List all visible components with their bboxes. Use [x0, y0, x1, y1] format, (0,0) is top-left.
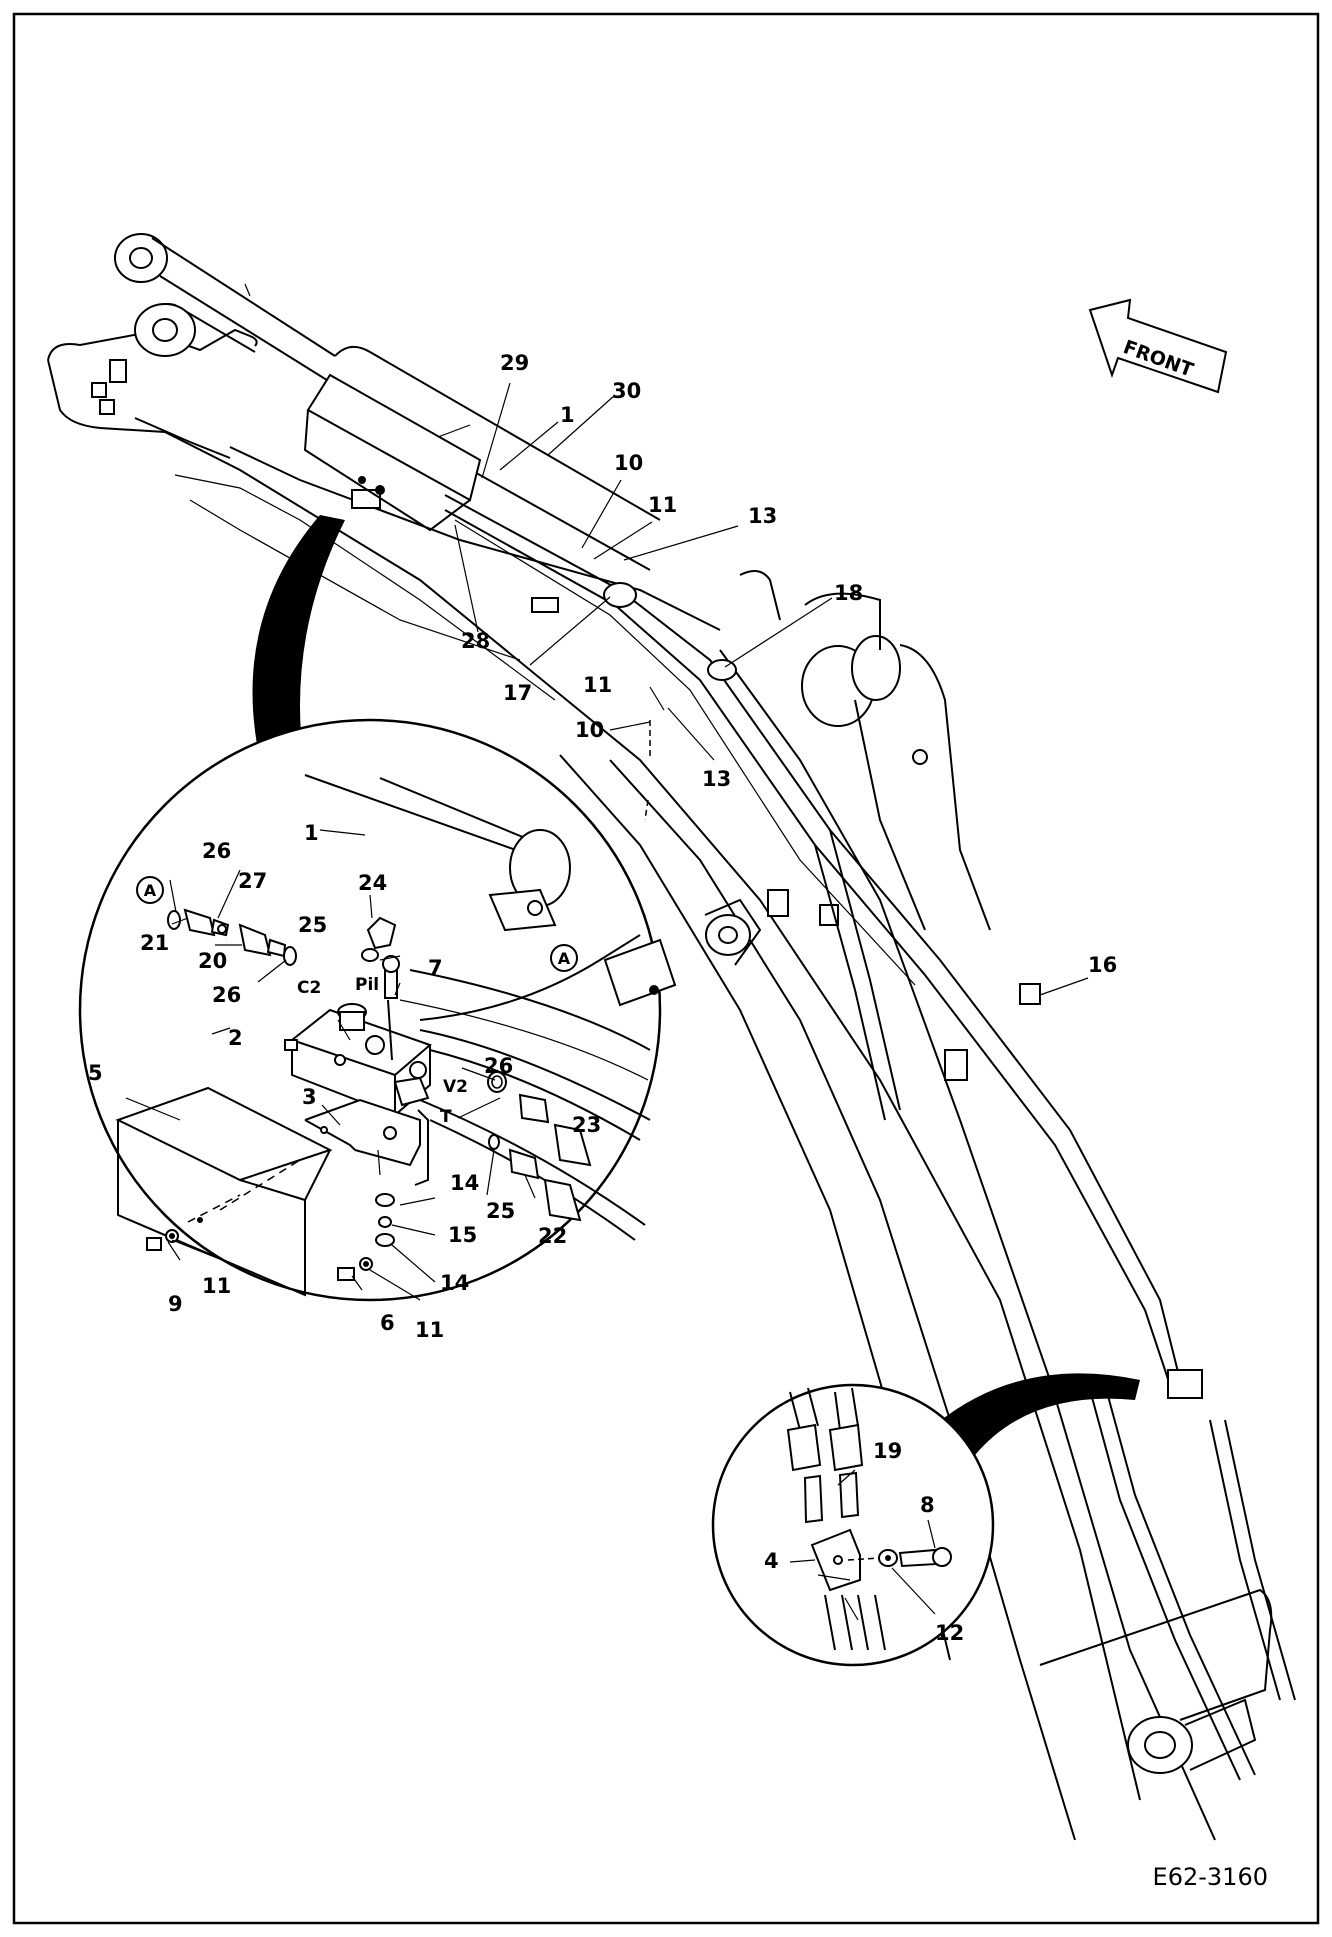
port-label-v2: V2 — [443, 1077, 468, 1097]
detail-pointer-right — [935, 1373, 1140, 1455]
part-label-25-lower: 25 — [486, 1199, 515, 1223]
part-label-15: 15 — [448, 1223, 477, 1247]
part-label-9: 9 — [168, 1292, 183, 1316]
part-label-4: 4 — [764, 1549, 779, 1573]
arm-assembly — [47, 233, 1296, 1841]
part-label-29: 29 — [500, 351, 529, 375]
svg-text:A: A — [558, 949, 571, 968]
part-label-3: 3 — [302, 1085, 317, 1109]
part-label-26-right: 26 — [484, 1054, 513, 1078]
part-label-23: 23 — [572, 1113, 601, 1137]
part-label-27: 27 — [238, 869, 267, 893]
part-label-11-bracket: 11 — [415, 1318, 444, 1342]
svg-text:A: A — [144, 881, 157, 900]
part-label-24: 24 — [358, 871, 387, 895]
part-label-10-upper: 10 — [614, 451, 643, 475]
part-label-18: 18 — [834, 581, 863, 605]
port-label-t: T — [440, 1107, 452, 1127]
part-label-8: 8 — [920, 1493, 935, 1517]
part-label-26-middle: 26 — [212, 983, 241, 1007]
part-label-25-upper: 25 — [298, 913, 327, 937]
part-label-17: 17 — [503, 681, 532, 705]
part-label-1-main: 1 — [560, 403, 575, 427]
valve-detail — [78, 718, 677, 1302]
part-label-11-upper: 11 — [648, 493, 677, 517]
part-label-22: 22 — [538, 1224, 567, 1248]
part-label-12: 12 — [935, 1621, 964, 1645]
part-label-6: 6 — [380, 1311, 395, 1335]
part-label-16: 16 — [1088, 953, 1117, 977]
callout-marker-right: A — [550, 944, 578, 972]
drawing-code: E62-3160 — [1153, 1863, 1268, 1891]
part-label-5: 5 — [88, 1061, 103, 1085]
part-label-28: 28 — [461, 629, 490, 653]
part-label-7: 7 — [428, 956, 443, 980]
port-label-pil: Pil — [355, 975, 379, 995]
part-label-14-upper: 14 — [450, 1171, 479, 1195]
part-label-11-lower: 11 — [583, 673, 612, 697]
part-label-11-cover: 11 — [202, 1274, 231, 1298]
part-label-21: 21 — [140, 931, 169, 955]
part-label-1-detail: 1 — [304, 821, 319, 845]
coupling-detail — [711, 1383, 995, 1667]
part-label-13-upper: 13 — [748, 504, 777, 528]
part-label-13-lower: 13 — [702, 767, 731, 791]
part-label-26-top: 26 — [202, 839, 231, 863]
detail-pointer-left — [252, 515, 345, 770]
part-label-10-lower: 10 — [575, 718, 604, 742]
part-label-14-lower: 14 — [440, 1271, 469, 1295]
callout-marker-left: A — [136, 876, 164, 904]
drawing-frame — [12, 12, 1320, 1925]
main-leaders — [454, 382, 1089, 996]
part-label-2: 2 — [228, 1026, 243, 1050]
part-label-20: 20 — [198, 949, 227, 973]
port-label-c2: C2 — [297, 978, 321, 998]
front-direction-arrow: FRONT — [1088, 298, 1228, 394]
part-label-19: 19 — [873, 1439, 902, 1463]
part-label-30: 30 — [612, 379, 641, 403]
